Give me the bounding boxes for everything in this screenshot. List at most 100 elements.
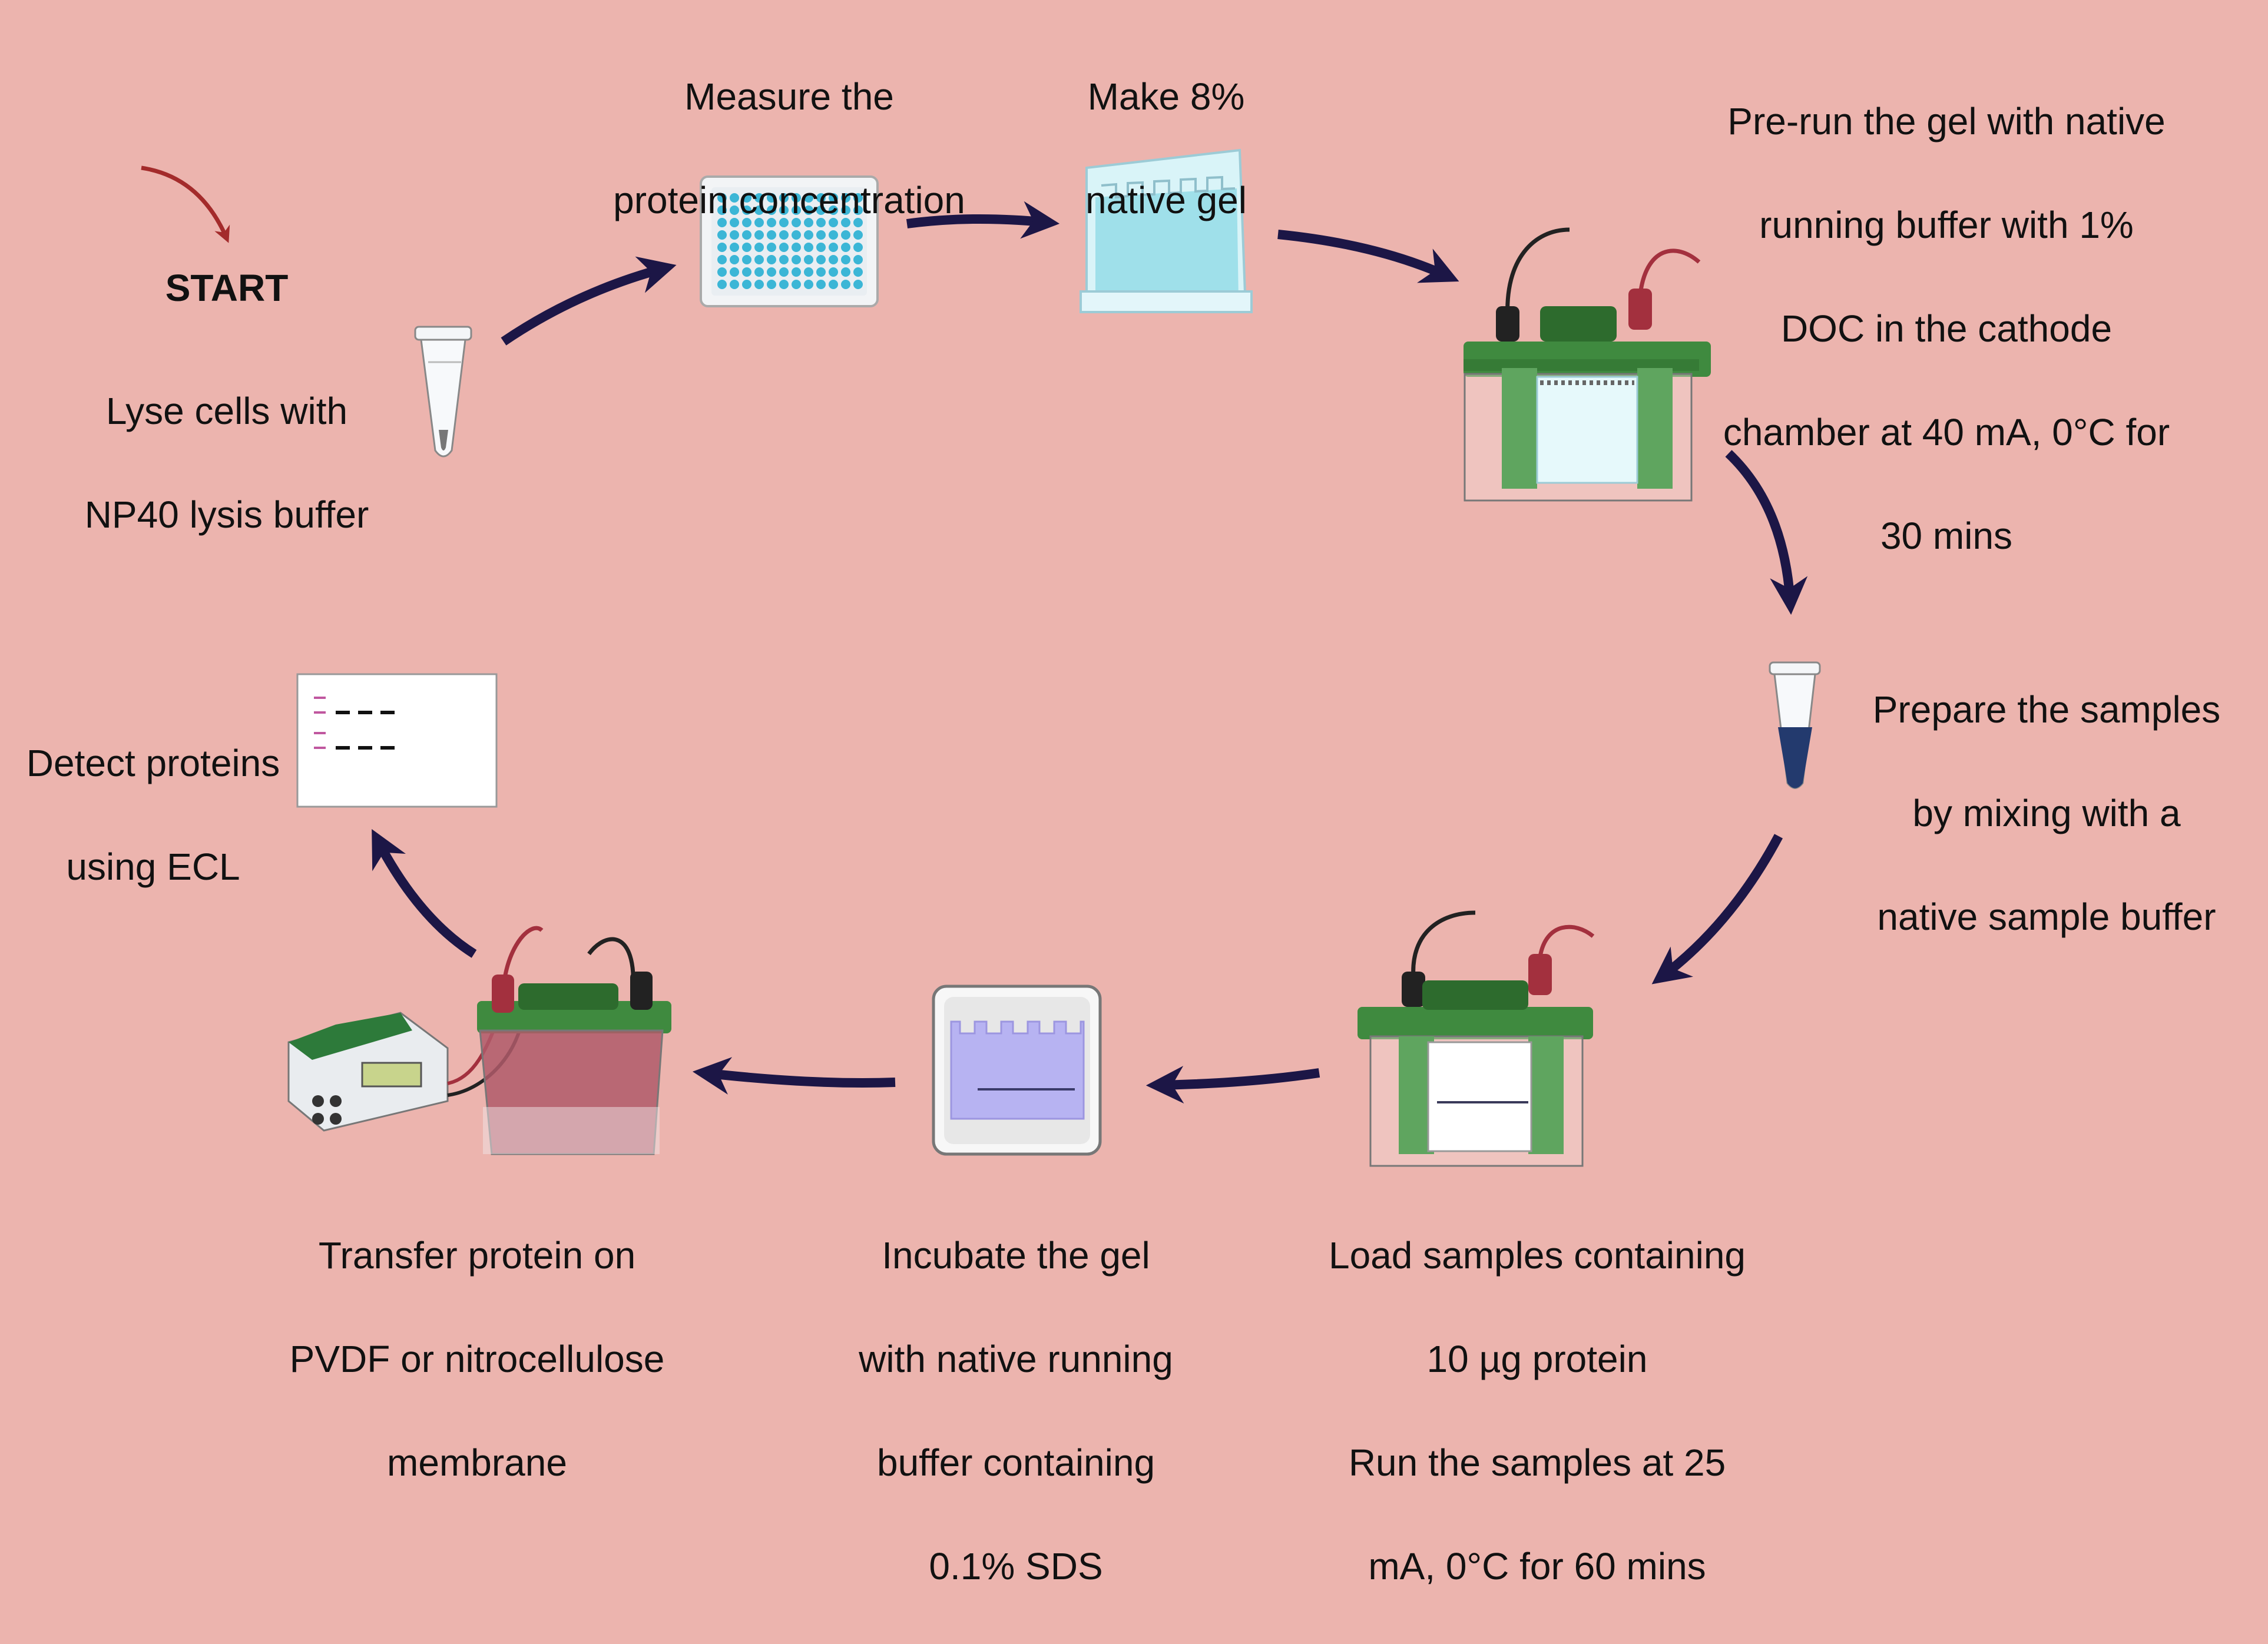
- well: [767, 243, 776, 252]
- well: [742, 243, 751, 252]
- well: [717, 218, 727, 227]
- well: [816, 218, 826, 227]
- diagram-graphics: [141, 148, 1821, 1167]
- well: [767, 255, 776, 264]
- well: [730, 255, 739, 264]
- well: [804, 193, 813, 203]
- well: [754, 206, 764, 215]
- well: [816, 255, 826, 264]
- well: [717, 206, 727, 215]
- well: [841, 243, 850, 252]
- well: [853, 255, 863, 264]
- well: [742, 267, 751, 277]
- well: [754, 267, 764, 277]
- well: [804, 206, 813, 215]
- well: [754, 230, 764, 240]
- well: [853, 206, 863, 215]
- well: [779, 218, 789, 227]
- well: [717, 255, 727, 264]
- step-measure-label: Measure the protein concentration: [613, 75, 965, 221]
- well: [841, 267, 850, 277]
- well: [853, 280, 863, 289]
- step-prepare-label: Prepare the samples by mixing with a nat…: [1872, 688, 2221, 938]
- step-lyse-label: Lyse cells with NP40 lysis buffer: [84, 390, 369, 536]
- well: [717, 280, 727, 289]
- well: [792, 206, 801, 215]
- well: [717, 193, 727, 203]
- well: [742, 193, 751, 203]
- electrophoresis-tank-icon: [1358, 910, 1595, 1167]
- well: [829, 243, 838, 252]
- well: [841, 206, 850, 215]
- well: [816, 230, 826, 240]
- well: [767, 218, 776, 227]
- tube-icon: [414, 326, 472, 458]
- gel-tray-icon: [932, 985, 1102, 1156]
- well: [804, 280, 813, 289]
- well: [792, 230, 801, 240]
- well: [767, 206, 776, 215]
- well: [841, 280, 850, 289]
- well: [792, 280, 801, 289]
- well: [779, 230, 789, 240]
- well: [853, 267, 863, 277]
- membrane-icon: [296, 673, 498, 808]
- well: [767, 280, 776, 289]
- well: [717, 230, 727, 240]
- well: [742, 255, 751, 264]
- well: [779, 255, 789, 264]
- well: [792, 267, 801, 277]
- well: [742, 218, 751, 227]
- well: [779, 193, 789, 203]
- well: [853, 243, 863, 252]
- well: [804, 218, 813, 227]
- well: [754, 243, 764, 252]
- well-plate-icon: [700, 175, 879, 307]
- flow-arrow-icon: [501, 256, 677, 346]
- well: [767, 230, 776, 240]
- step-incubate-label: Incubate the gel with native running buf…: [859, 1234, 1173, 1587]
- flow-arrow-icon: [372, 828, 477, 958]
- flow-arrow-icon: [1725, 450, 1808, 615]
- start-label: START: [165, 267, 289, 309]
- well: [754, 193, 764, 203]
- well: [816, 243, 826, 252]
- well: [754, 280, 764, 289]
- electrophoresis-tank-icon: [1464, 227, 1711, 502]
- well: [779, 280, 789, 289]
- well: [792, 193, 801, 203]
- flow-arrow-icon: [906, 201, 1060, 239]
- well: [841, 255, 850, 264]
- well: [829, 267, 838, 277]
- well: [804, 230, 813, 240]
- well: [816, 206, 826, 215]
- well: [816, 280, 826, 289]
- well: [829, 193, 838, 203]
- flow-arrow-icon: [1651, 834, 1783, 985]
- step-load-label: Load samples containing 10 µg protein Ru…: [1328, 1234, 1746, 1587]
- well: [779, 206, 789, 215]
- well: [804, 267, 813, 277]
- well: [730, 193, 739, 203]
- well: [829, 206, 838, 215]
- well: [742, 206, 751, 215]
- well: [792, 218, 801, 227]
- step-prerun-label: Pre-run the gel with native running buff…: [1723, 100, 2170, 557]
- well: [730, 218, 739, 227]
- well: [730, 230, 739, 240]
- well: [841, 230, 850, 240]
- flow-arrow-icon: [1145, 1066, 1320, 1104]
- well: [816, 193, 826, 203]
- well: [853, 218, 863, 227]
- well: [804, 243, 813, 252]
- well: [730, 206, 739, 215]
- well: [742, 230, 751, 240]
- start-arrow-icon: [141, 165, 230, 243]
- well: [779, 267, 789, 277]
- well: [829, 255, 838, 264]
- well: [816, 267, 826, 277]
- well: [829, 280, 838, 289]
- gel-cassette-icon: [1080, 148, 1253, 313]
- step-gel-label: Make 8% native gel: [1085, 75, 1247, 221]
- well: [841, 218, 850, 227]
